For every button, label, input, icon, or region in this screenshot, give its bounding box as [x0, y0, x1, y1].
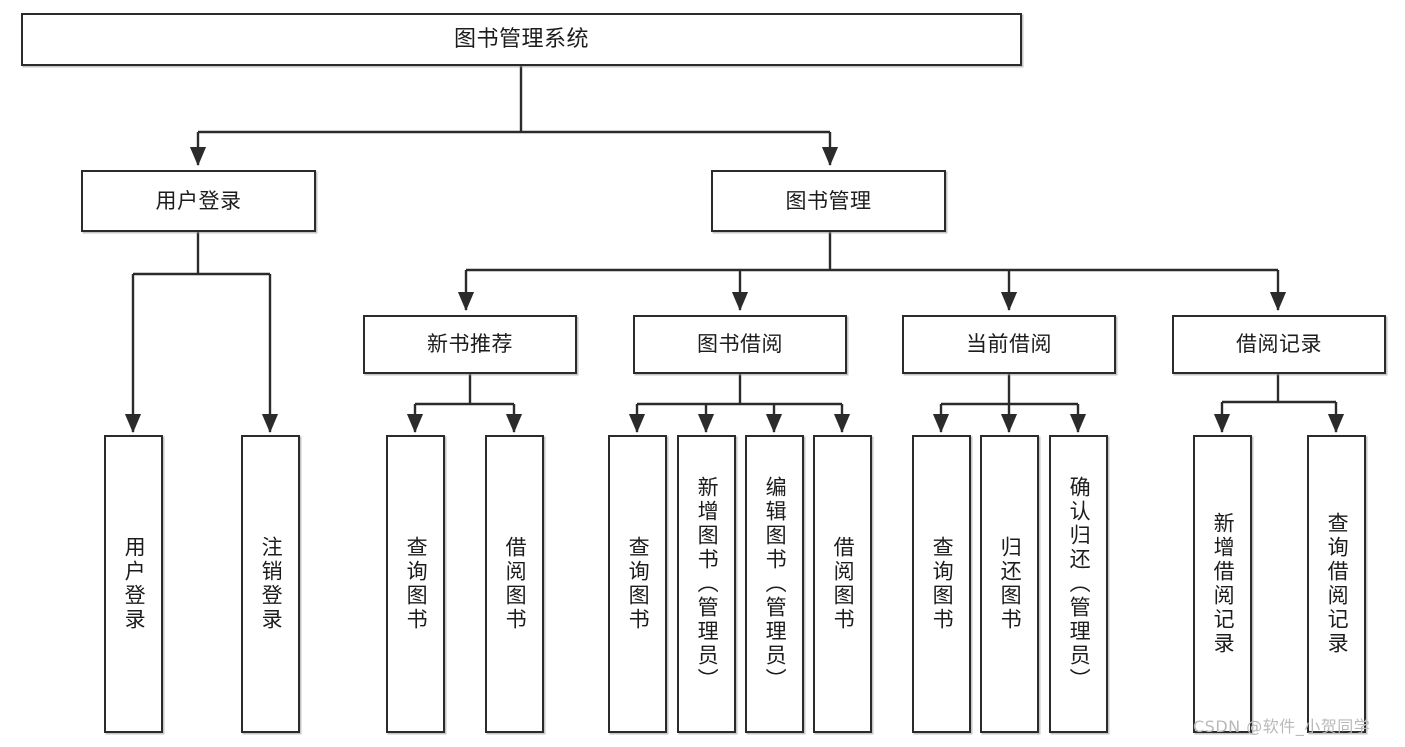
- node-label: 用户登录: [122, 536, 147, 632]
- csdn-watermark: CSDN @软件_小贺同学: [1193, 717, 1371, 736]
- node-label: 借阅记录: [1236, 332, 1322, 357]
- node-borrow-record[interactable]: 借阅记录: [1172, 315, 1386, 374]
- node-label: 查询图书: [404, 536, 429, 632]
- leaf-book-borrow-query[interactable]: 查询图书: [608, 435, 667, 733]
- node-label: 新书推荐: [427, 332, 513, 357]
- leaf-new-book-query[interactable]: 查询图书: [386, 435, 445, 733]
- leaf-current-borrow-return[interactable]: 归还图书: [980, 435, 1039, 733]
- node-new-book-recommend[interactable]: 新书推荐: [363, 315, 577, 374]
- node-label: 确认归还（管理员）: [1067, 476, 1092, 692]
- leaf-borrow-record-query[interactable]: 查询借阅记录: [1307, 435, 1366, 733]
- node-user-login[interactable]: 用户登录: [81, 170, 316, 232]
- node-root-system[interactable]: 图书管理系统: [21, 13, 1022, 66]
- node-label: 借阅图书: [831, 536, 856, 632]
- node-label: 新增借阅记录: [1211, 512, 1236, 656]
- node-label: 借阅图书: [503, 536, 528, 632]
- node-book-manage[interactable]: 图书管理: [711, 170, 946, 232]
- node-label: 查询图书: [930, 536, 955, 632]
- node-label: 归还图书: [998, 536, 1023, 632]
- node-label: 图书借阅: [697, 332, 783, 357]
- leaf-user-login-logout[interactable]: 注销登录: [241, 435, 300, 733]
- node-label: 查询借阅记录: [1325, 512, 1350, 656]
- leaf-user-login-login[interactable]: 用户登录: [104, 435, 163, 733]
- leaf-current-borrow-confirm[interactable]: 确认归还（管理员）: [1049, 435, 1108, 733]
- node-label: 图书管理系统: [453, 26, 589, 52]
- leaf-borrow-record-add[interactable]: 新增借阅记录: [1193, 435, 1252, 733]
- node-label: 新增图书（管理员）: [695, 476, 720, 692]
- node-label: 图书管理: [785, 188, 872, 213]
- node-label: 用户登录: [155, 188, 242, 213]
- node-label: 查询图书: [626, 536, 651, 632]
- node-book-borrow[interactable]: 图书借阅: [633, 315, 847, 374]
- node-label: 当前借阅: [966, 332, 1052, 357]
- node-current-borrow[interactable]: 当前借阅: [902, 315, 1116, 374]
- leaf-book-borrow-borrow[interactable]: 借阅图书: [813, 435, 872, 733]
- node-label: 编辑图书（管理员）: [763, 476, 788, 692]
- leaf-current-borrow-query[interactable]: 查询图书: [912, 435, 971, 733]
- leaf-book-borrow-edit[interactable]: 编辑图书（管理员）: [745, 435, 804, 733]
- leaf-new-book-borrow[interactable]: 借阅图书: [485, 435, 544, 733]
- node-label: 注销登录: [259, 536, 284, 632]
- leaf-book-borrow-add[interactable]: 新增图书（管理员）: [677, 435, 736, 733]
